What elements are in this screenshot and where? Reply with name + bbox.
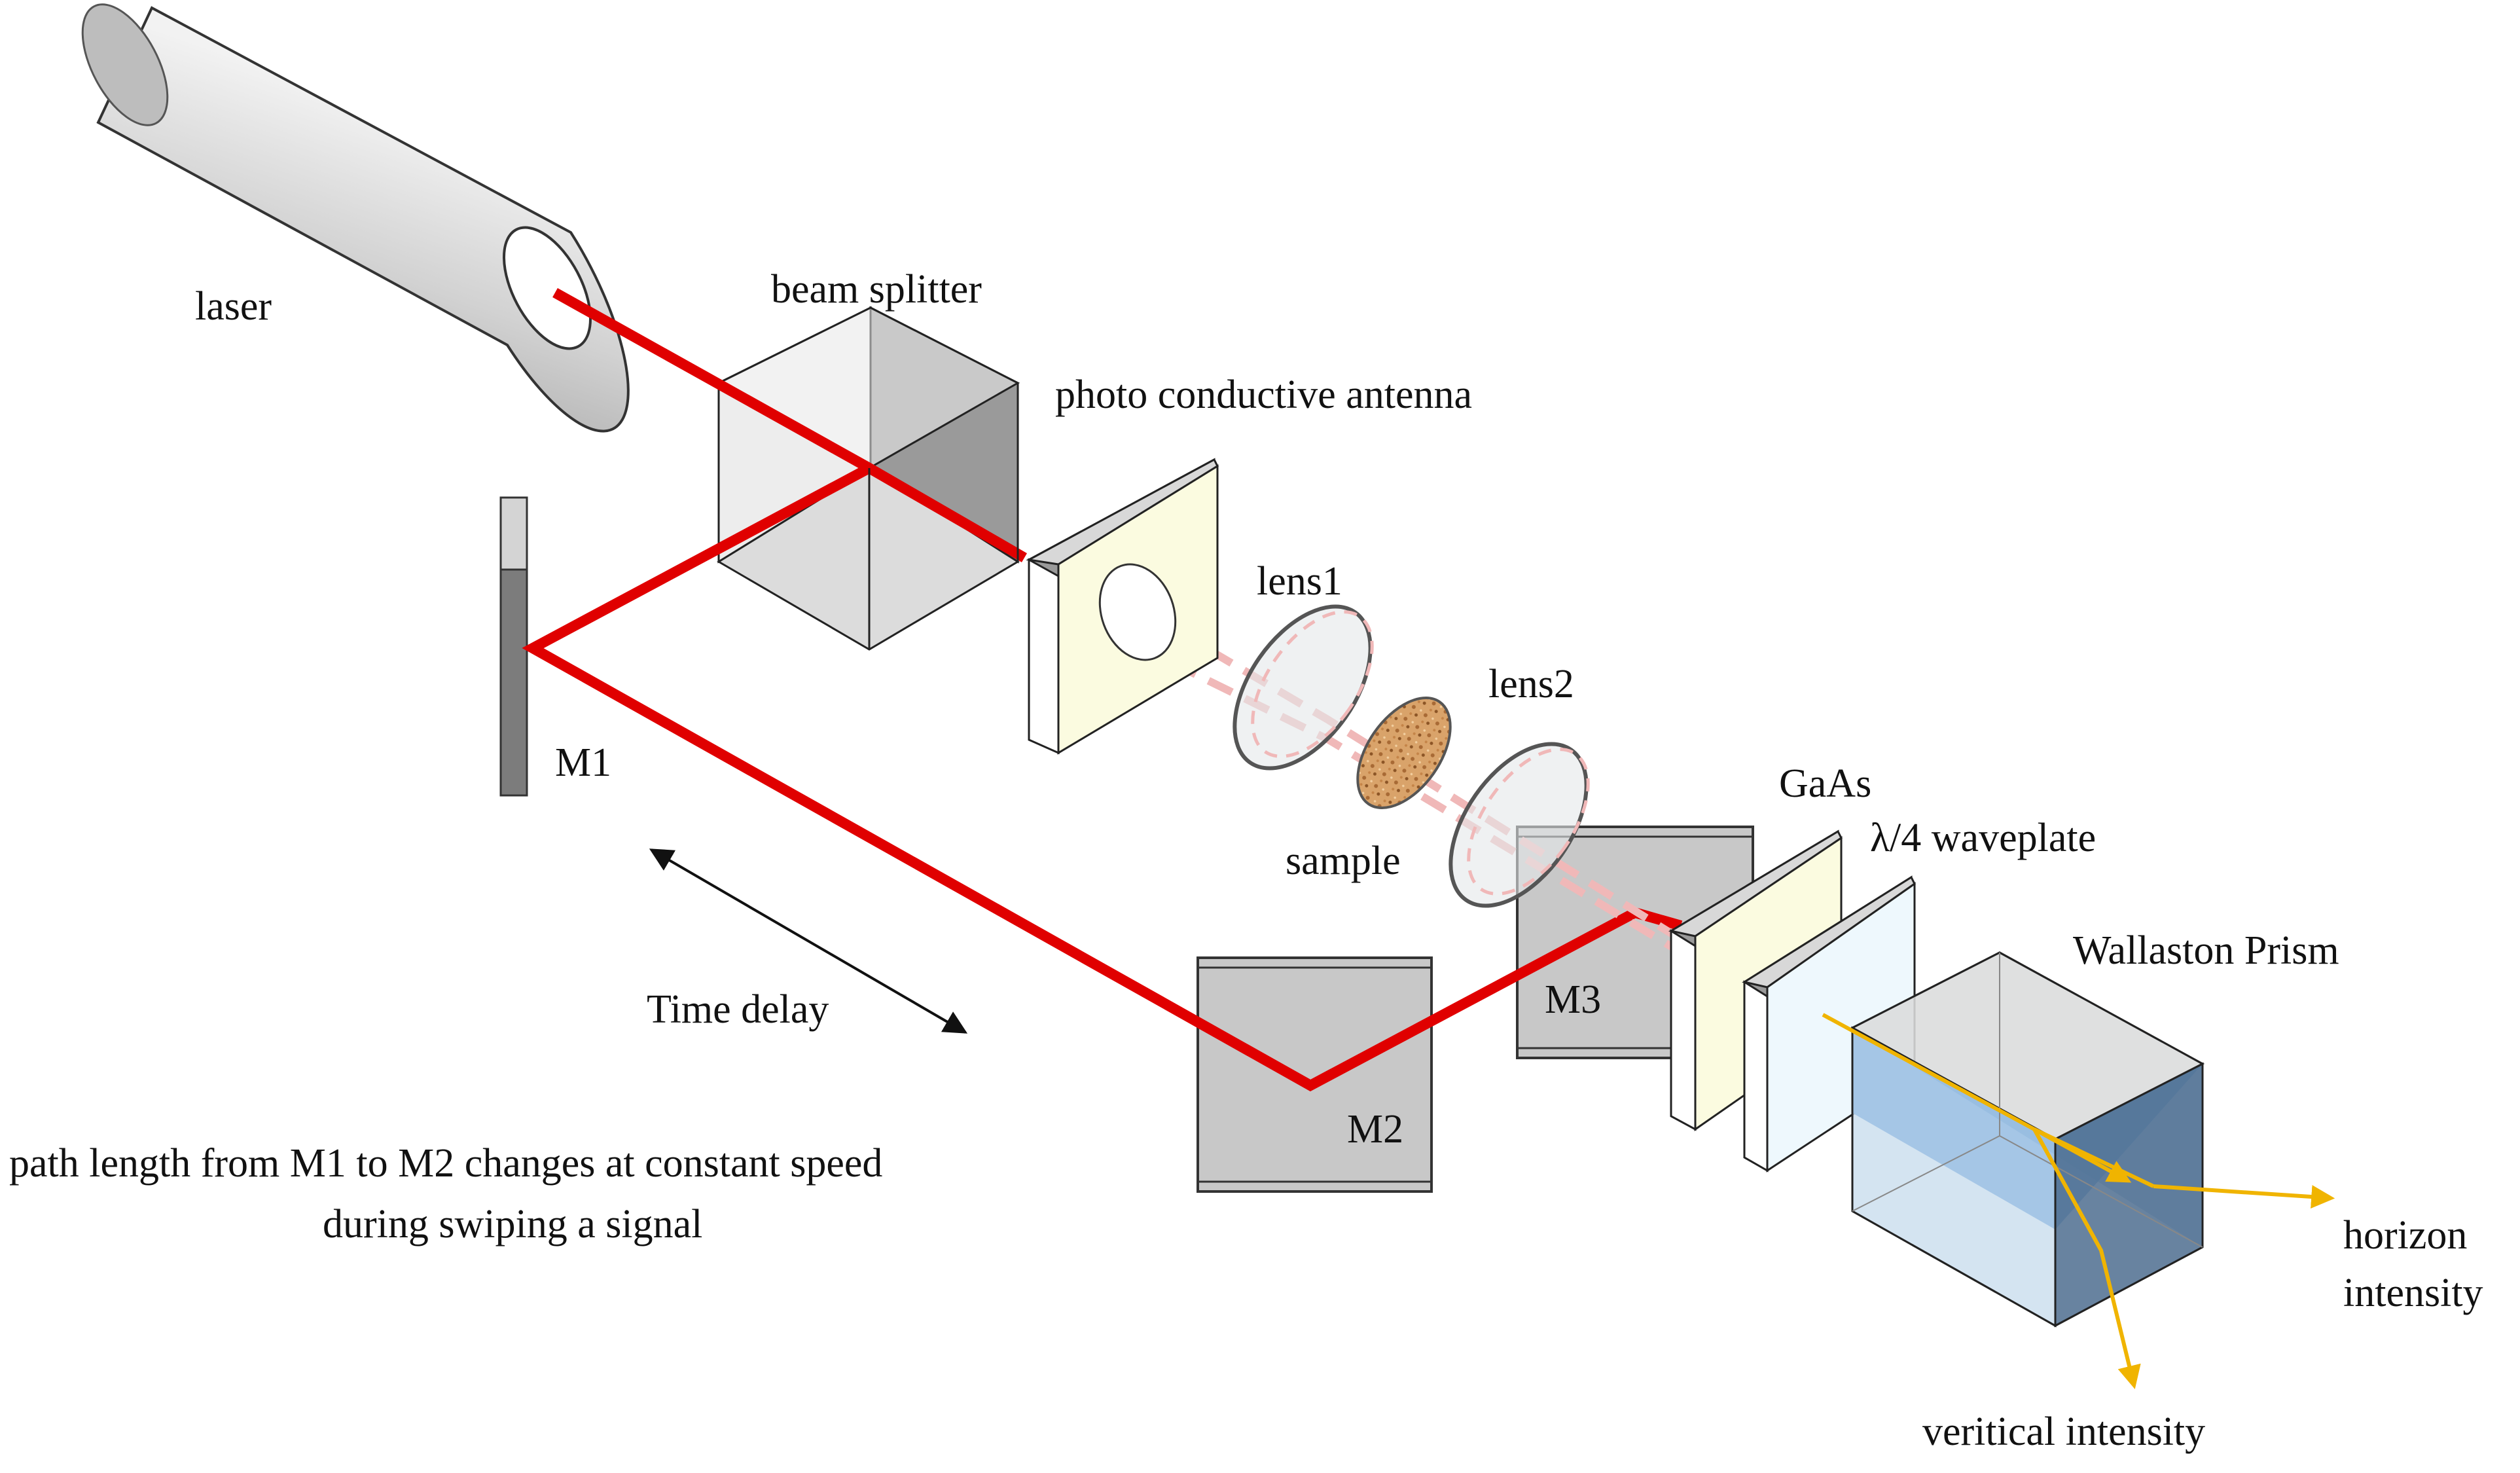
mirror-m1 (499, 496, 528, 797)
photo-conductive-antenna (1026, 458, 1219, 755)
beam-splitter-front (868, 383, 1019, 649)
lens2 (1449, 742, 1590, 908)
note-line-1: path length from M1 to M2 changes at con… (9, 1141, 882, 1186)
label-sample: sample (1286, 839, 1401, 883)
label-prism: Wallaston Prism (2073, 928, 2339, 973)
beam-splitter (716, 306, 1020, 651)
lens1 (1233, 604, 1374, 771)
label-beam-splitter: beam splitter (771, 267, 982, 312)
label-time-delay: Time delay (647, 987, 829, 1032)
sample-disk (1356, 697, 1452, 809)
label-lens2: lens2 (1488, 662, 1574, 706)
probe-beam (1822, 1013, 2335, 1389)
label-horizon-1: horizon (2343, 1213, 2467, 1258)
laser-tube (81, 3, 630, 433)
label-m2: M2 (1347, 1107, 1403, 1152)
label-antenna: photo conductive antenna (1055, 373, 1472, 417)
label-lens1: lens1 (1257, 559, 1342, 604)
note-line-2: during swiping a signal (323, 1202, 702, 1246)
label-laser: laser (195, 284, 272, 329)
label-m1: M1 (555, 740, 611, 785)
label-waveplate: λ/4 waveplate (1870, 816, 2096, 860)
time-delay-arrow (649, 848, 968, 1034)
label-vertical: veritical intensity (1922, 1409, 2205, 1454)
label-m3: M3 (1545, 977, 1601, 1022)
mirror-m2 (1197, 956, 1433, 1193)
wallaston-prism (1850, 951, 2205, 1328)
label-gaas: GaAs (1779, 761, 1871, 806)
label-horizon-2: intensity (2343, 1271, 2483, 1315)
